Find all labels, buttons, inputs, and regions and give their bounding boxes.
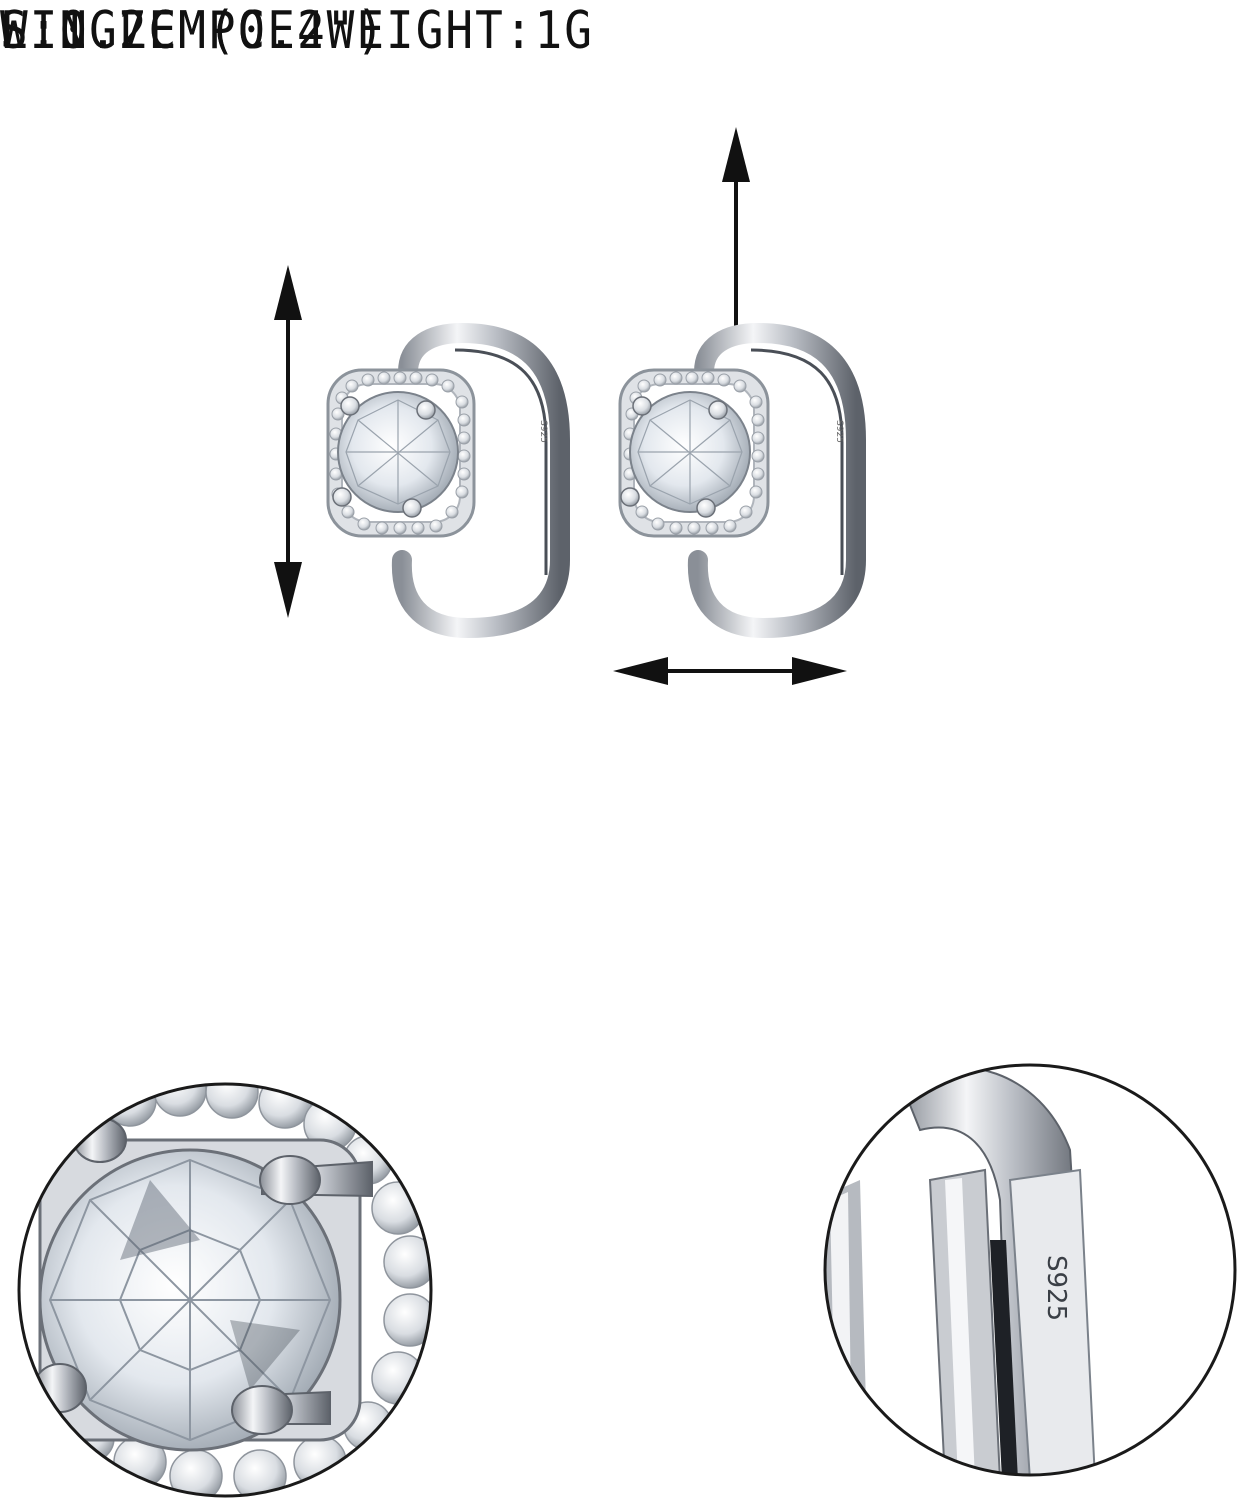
hallmark-small-right: S925 [834,420,844,443]
zoom-hallmark-detail: S925 [823,1063,1237,1477]
hallmark-small-left: S925 [538,420,548,443]
earring-left: S925 [326,322,570,639]
width-arrow [613,657,847,685]
zoom-gem-detail [17,1082,433,1498]
width-label: W:0.7CM(0.2") [0,0,387,61]
hallmark-zoom: S925 [1041,1255,1071,1321]
earring-right: S925 [618,322,866,639]
height-arrow [722,127,750,332]
length-label: L:1.2CM(0.4") [0,0,387,61]
length-arrow [274,265,302,618]
weight-label: SINGLE PCE WEIGHT:1G [0,0,594,61]
